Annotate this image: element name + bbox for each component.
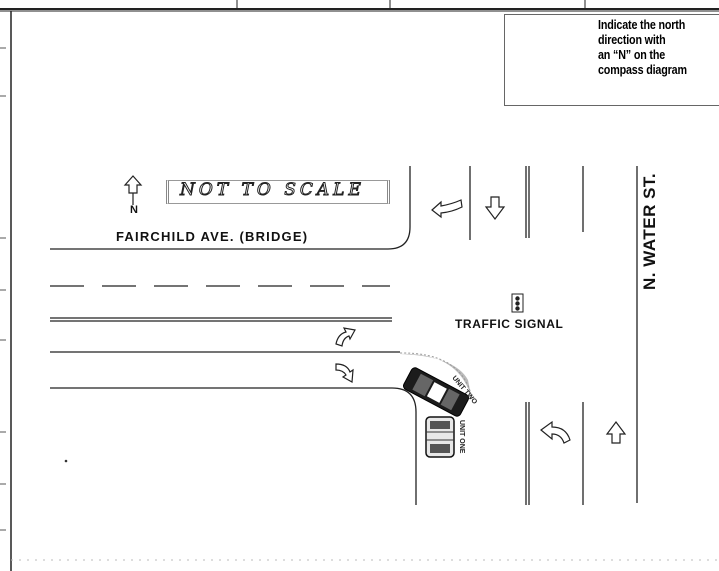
compass-instruction-line: an “N” on the xyxy=(598,48,666,62)
vehicle-unit-two xyxy=(403,367,469,417)
compass-instruction-box xyxy=(504,14,719,106)
traffic-signal-icon xyxy=(511,293,524,313)
compass-instruction-line: compass diagram xyxy=(598,63,687,77)
fairchild-ave-road xyxy=(50,166,417,505)
compass-instruction-line: Indicate the north xyxy=(598,18,686,32)
margin-ticks xyxy=(0,47,6,531)
lane-arrow-left-curve-icon xyxy=(540,420,571,444)
water-st-road xyxy=(469,166,638,505)
lane-arrow-turn-right-up-icon xyxy=(335,327,356,347)
lane-arrow-turn-right-down-icon xyxy=(335,363,354,383)
compass-instructions: Indicate the north direction with an “N”… xyxy=(598,18,687,78)
stray-mark xyxy=(64,459,68,463)
lane-arrow-left-turn-icon xyxy=(431,199,463,219)
street-label: N. WATER ST. xyxy=(640,172,659,290)
scale-note: NOT TO SCALE xyxy=(180,180,365,201)
shaded-area xyxy=(399,352,473,400)
road-label: FAIRCHILD AVE. (BRIDGE) xyxy=(116,229,309,244)
compass-instruction-line: direction with xyxy=(598,33,666,47)
scale-note-box xyxy=(166,180,390,204)
north-marker-label: N xyxy=(130,204,138,216)
vehicle-unit-one xyxy=(425,416,455,458)
lane-arrow-down-icon xyxy=(484,196,506,220)
lane-arrow-up-icon xyxy=(605,421,627,444)
north-arrow-icon xyxy=(123,175,143,205)
traffic-signal-label: TRAFFIC SIGNAL xyxy=(455,317,564,331)
unit-one-label: UNIT ONE xyxy=(458,420,465,454)
